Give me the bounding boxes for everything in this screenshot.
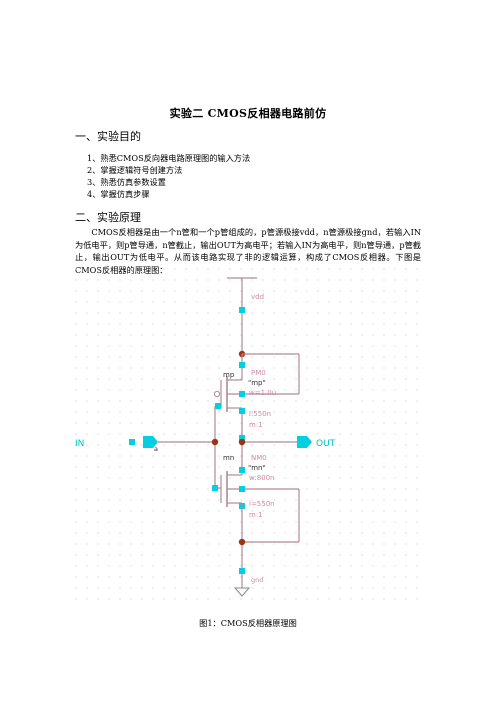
ground-icon — [233, 587, 251, 597]
pmos-source-pin — [239, 362, 245, 368]
list-item: 4、掌握仿真步骤 — [87, 189, 150, 199]
junction-dot — [238, 438, 246, 446]
cmos-inverter-schematic: vdd mp PM0 "mp" w=1.0u l:550n m:1 OUT IN… — [75, 268, 421, 608]
pmos-bulk-pin — [239, 391, 245, 397]
input-node-pin — [129, 439, 135, 445]
figure-caption: 图1：CMOS反相器原理图 — [199, 618, 297, 628]
pmos-model-label: PM0 — [251, 369, 266, 377]
in-label: IN — [75, 439, 84, 449]
pmos-drain-pin — [239, 408, 245, 414]
list-item: 3、熟悉仿真参数设置 — [87, 177, 166, 187]
pmos-width-label: w=1.0u — [249, 389, 276, 397]
pmos-name-label: "mp" — [248, 379, 266, 387]
grid-background — [75, 268, 421, 608]
in-pin-icon — [143, 436, 158, 448]
vdd-label: vdd — [251, 293, 264, 301]
out-pin-icon — [297, 436, 312, 448]
list-item: 2、掌握逻辑符号创建方法 — [87, 165, 183, 175]
vdd-pin — [239, 307, 245, 313]
page-title: 实验二 CMOS反相器电路前仿 — [169, 107, 327, 120]
pmos-gate-bubble — [213, 390, 221, 398]
junction-dot — [238, 538, 246, 546]
gnd-label: gnd — [251, 576, 263, 584]
junction-dot — [211, 438, 219, 446]
pmos-inst-label: mp — [223, 371, 235, 379]
section-heading-purpose: 一、实验目的 — [75, 130, 141, 143]
nmos-drain-pin — [239, 467, 245, 473]
nmos-model-label: NM0 — [251, 454, 267, 462]
nmos-length-label: l=550n — [249, 500, 275, 508]
nmos-gate-pin — [212, 485, 218, 491]
output-node-pin — [239, 435, 245, 441]
list-item: 1、熟悉CMOS反向器电路原理图的输入方法 — [87, 153, 251, 163]
nmos-bulk-pin — [239, 486, 245, 492]
nmos-inst-label: mn — [223, 454, 234, 462]
purpose-list: 1、熟悉CMOS反向器电路原理图的输入方法 2、掌握逻辑符号创建方法 3、熟悉仿… — [87, 152, 250, 200]
nmos-name-label: "mn" — [248, 464, 266, 472]
nmos-width-label: w:800n — [249, 474, 275, 482]
gnd-pin — [239, 568, 245, 574]
pmos-multiplier-label: m:1 — [249, 421, 263, 429]
pmos-gate-pin — [215, 403, 221, 409]
nmos-multiplier-label: m:1 — [249, 511, 263, 519]
pmos-length-label: l:550n — [249, 410, 271, 418]
net-label: a — [154, 445, 158, 453]
section-heading-principle: 二、实验原理 — [75, 211, 141, 224]
out-label: OUT — [316, 439, 336, 449]
